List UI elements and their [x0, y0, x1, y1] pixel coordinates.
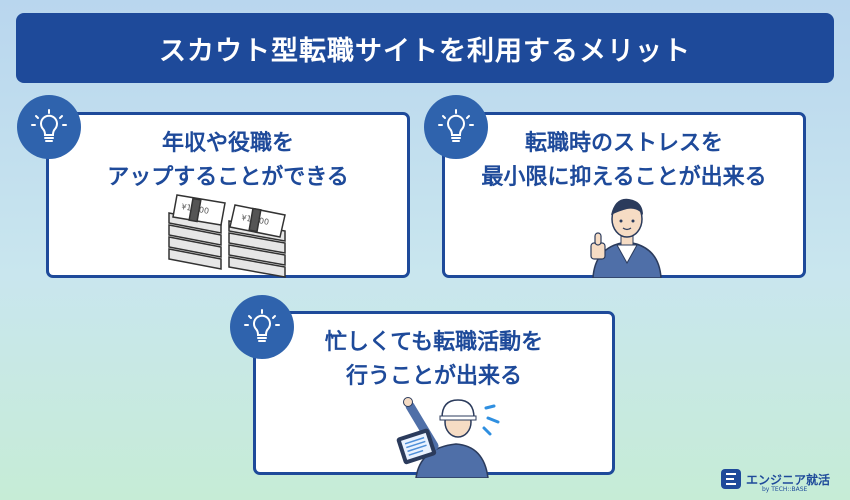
lightbulb-icon [31, 109, 67, 142]
tablet-worker-icon [396, 397, 500, 478]
brand-name: エンジニア就活 [746, 472, 831, 487]
money-stack-icon: ¥1,000 ¥1,000 [168, 194, 286, 278]
brand-watermark: エンジニア就活 by TECH::BASE [720, 468, 831, 493]
benefit-card-stress-line2: 最小限に抑えることが出来る [481, 165, 767, 190]
benefit-card-stress-text: 転職時のストレスを 最小限に抑えることが出来る [445, 127, 803, 195]
lightbulb-icon [438, 109, 474, 142]
benefit-card-busy-text: 忙しくても転職活動を 行うことが出来る [256, 326, 612, 394]
page-title: スカウト型転職サイトを利用するメリット [159, 35, 691, 67]
brand-subtitle: by TECH::BASE [762, 486, 808, 493]
benefit-card-salary-text: 年収や役職を アップすることができる [49, 127, 407, 195]
thumbs-up-person-icon [590, 198, 662, 278]
benefit-card-stress-line1: 転職時のストレスを [524, 131, 723, 156]
benefit-card-salary-line2: アップすることができる [107, 165, 349, 190]
benefit-card-salary: 年収や役職を アップすることができる ¥1,000 ¥1,000 [46, 112, 410, 278]
benefit-card-stress: 転職時のストレスを 最小限に抑えることが出来る [442, 112, 806, 278]
benefit-card-busy: 忙しくても転職活動を 行うことが出来る [253, 311, 615, 478]
benefit-card-busy-line1: 忙しくても転職活動を [324, 330, 544, 355]
lightbulb-badge-2 [424, 95, 488, 159]
benefit-card-busy-line2: 行うことが出来る [345, 364, 522, 389]
benefit-card-salary-line1: 年収や役職を [161, 131, 294, 156]
title-banner: スカウト型転職サイトを利用するメリット [16, 13, 834, 83]
brand-logo-icon [721, 469, 741, 489]
lightbulb-badge-1 [17, 95, 81, 159]
lightbulb-icon [244, 309, 280, 342]
lightbulb-badge-3 [230, 295, 294, 359]
